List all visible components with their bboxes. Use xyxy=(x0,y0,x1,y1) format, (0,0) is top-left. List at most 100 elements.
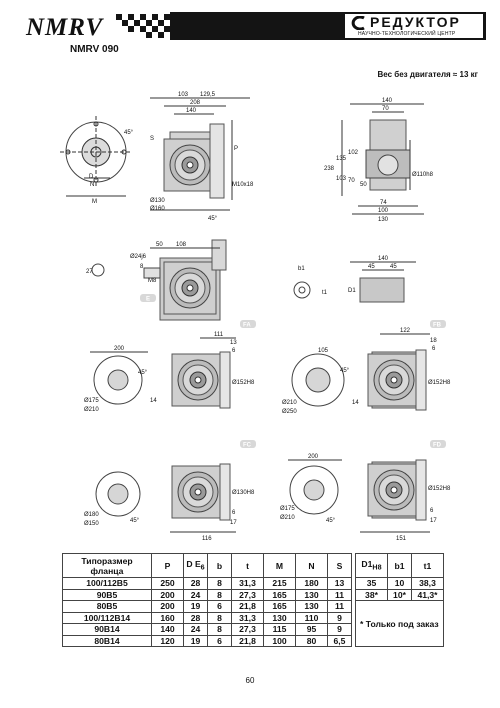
cell-d: 28 xyxy=(183,611,208,624)
cell-t: 31,3 xyxy=(231,577,264,590)
cell-size: 90B5 xyxy=(62,588,152,601)
cell-s: 9 xyxy=(327,623,352,636)
dim-130: 130 xyxy=(378,217,389,223)
cell-p: 200 xyxy=(151,588,184,601)
dim-27: 27 xyxy=(86,269,93,275)
cell-d1: 35 xyxy=(355,577,388,590)
table-row: 80B14 120 19 6 21,8 100 80 6,5 xyxy=(62,634,444,647)
header-d: D E6 xyxy=(183,553,208,578)
fd-6: 6 xyxy=(430,508,434,514)
cell-t: 31,3 xyxy=(231,611,264,624)
cell-s: 11 xyxy=(327,600,352,613)
table-row: 90B14 140 24 8 27,3 115 95 9 xyxy=(62,623,444,636)
header-b1: b1 xyxy=(387,553,412,578)
fd-175: Ø175 xyxy=(280,506,295,512)
cell-s: 13 xyxy=(327,577,352,590)
model-logo: NMRV xyxy=(26,14,104,41)
dim-102: 102 xyxy=(348,150,359,156)
header-n: N xyxy=(295,553,328,578)
cell-b: 8 xyxy=(207,623,232,636)
cell-size: 90B14 xyxy=(62,623,152,636)
fa-210: Ø210 xyxy=(84,407,99,413)
cell-t: 27,3 xyxy=(231,623,264,636)
fb-152: Ø152H8 xyxy=(428,380,451,386)
dim-side-70: 70 xyxy=(382,106,389,112)
flange-fc-view xyxy=(95,463,236,533)
cell-d: 24 xyxy=(183,588,208,601)
fa-200: 200 xyxy=(114,346,125,352)
model-size-title: NMRV 090 xyxy=(70,44,119,55)
badge-e: E xyxy=(140,294,156,303)
cell-n: 95 xyxy=(295,623,328,636)
cell-t: 27,3 xyxy=(231,588,264,601)
gearbox-shaft-view xyxy=(91,239,227,321)
dim-d110: Ø110h8 xyxy=(412,172,434,178)
fb-18: 18 xyxy=(430,338,437,344)
cell-n: 130 xyxy=(295,588,328,601)
brand-box xyxy=(345,14,483,38)
cell-p: 140 xyxy=(151,623,184,636)
cell-s: 6,5 xyxy=(327,634,352,647)
badge-fc: FC xyxy=(240,440,256,449)
technical-drawings: M N D 45° 103 129,5 208 140 P M10x18 Ø13… xyxy=(60,92,451,542)
cell-p: 250 xyxy=(151,577,184,590)
fa-45: 45° xyxy=(138,370,148,376)
cell-s: 11 xyxy=(327,588,352,601)
badge-fb: FB xyxy=(430,320,446,329)
cell-b: 8 xyxy=(207,611,232,624)
fa-111: 111 xyxy=(214,332,224,338)
flange-fd-view xyxy=(288,459,430,533)
table-row: 90B5 200 24 8 27,3 165 130 11 38* 10* 41… xyxy=(62,588,444,601)
badge-fa: FA xyxy=(240,320,256,329)
cell-m: 165 xyxy=(263,600,296,613)
cell-m: 100 xyxy=(263,634,296,647)
cell-d: 19 xyxy=(183,600,208,613)
fa-13: 13 xyxy=(230,340,237,346)
fc-45: 45° xyxy=(130,518,140,524)
dim-108: 108 xyxy=(176,242,187,248)
fc-180: Ø180 xyxy=(84,512,99,518)
fa-175: Ø175 xyxy=(84,398,99,404)
fc-130: Ø130H8 xyxy=(232,490,255,496)
flange-fa-view xyxy=(90,337,236,409)
gearbox-side-view xyxy=(341,103,424,215)
cell-size: 100/112B5 xyxy=(62,577,152,590)
header-s: S xyxy=(327,553,352,578)
dim-74: 74 xyxy=(380,200,387,206)
fd-200: 200 xyxy=(308,454,319,460)
cell-t1: 41,3* xyxy=(411,588,444,601)
fc-6: 6 xyxy=(232,510,236,516)
cell-b1: 10 xyxy=(387,577,412,590)
fb-105: 105 xyxy=(318,348,329,354)
cell-p: 200 xyxy=(151,600,184,613)
weight-note: Вес без двигателя ≈ 13 кг xyxy=(377,70,479,79)
cell-size: 80B14 xyxy=(62,634,152,647)
angle-45: 45° xyxy=(124,130,134,136)
fa-14: 14 xyxy=(150,398,157,404)
cell-p: 120 xyxy=(151,634,184,647)
fc-17: 17 xyxy=(230,520,237,526)
cell-t: 21,8 xyxy=(231,634,264,647)
cell-d: 24 xyxy=(183,623,208,636)
dim-b1: b1 xyxy=(298,266,305,272)
cell-p: 160 xyxy=(151,611,184,624)
cell-b: 8 xyxy=(207,577,232,590)
cell-m: 115 xyxy=(263,623,296,636)
dim-hs-45a: 45 xyxy=(368,264,375,270)
checkered-flag-icon xyxy=(116,14,170,38)
dim-208: 208 xyxy=(190,100,201,106)
dim-d24: Ø24j6 xyxy=(130,254,147,260)
dim-50: 50 xyxy=(156,242,163,248)
cell-t1: 38,3 xyxy=(411,577,444,590)
dim-50s: 50 xyxy=(360,182,367,188)
fd-210: Ø210 xyxy=(280,515,295,521)
dim-100: 100 xyxy=(378,208,389,214)
cell-s: 9 xyxy=(327,611,352,624)
cell-b: 8 xyxy=(207,588,232,601)
dim-238: 238 xyxy=(324,166,335,172)
dim-p: P xyxy=(234,146,238,152)
hollow-shaft-view xyxy=(293,261,416,303)
brand-tagline: НАУЧНО-ТЕХНОЛОГИЧЕСКИЙ ЦЕНТР xyxy=(358,31,456,37)
header-m: M xyxy=(263,553,296,578)
dim-m8: M8 xyxy=(148,278,157,284)
